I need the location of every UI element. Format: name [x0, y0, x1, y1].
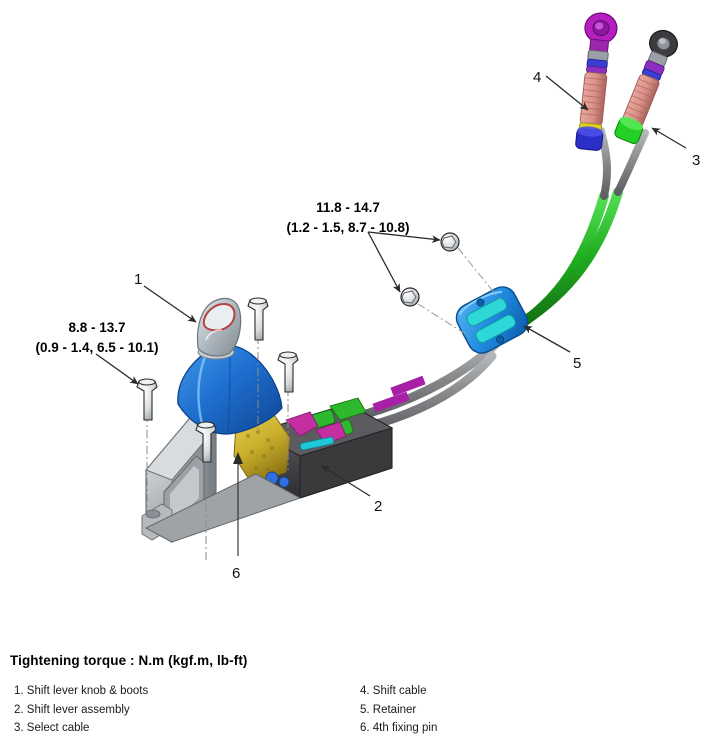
torque-upper-leader-b [367, 231, 401, 293]
shift-boot-highlight [197, 353, 208, 425]
torque-upper-leader-a [367, 231, 441, 243]
mech-green-block [329, 397, 367, 421]
bolt-bracket-front [195, 421, 217, 560]
legend-column-left: 1. Shift lever knob & boots 2. Shift lev… [14, 682, 148, 738]
retainer-bolt-upper-leader [457, 247, 501, 301]
retainer-body [455, 286, 529, 354]
legend-item-3: 3. Select cable [14, 722, 90, 735]
leader-5 [523, 325, 571, 353]
torque-upper-line2: (1.2 - 1.5, 8.7 - 10.8) [286, 219, 410, 235]
shift-cable-end [575, 12, 618, 151]
select-cable-upper-grey [614, 129, 649, 196]
torque-left-line2: (0.9 - 1.4, 6.5 - 10.1) [35, 339, 159, 355]
exploded-view-figure: 11.8 - 14.7 (1.2 - 1.5, 8.7 - 10.8) 8.8 … [8, 12, 701, 582]
leader-1 [143, 285, 197, 323]
torque-left-leader [95, 353, 139, 385]
legend-block: Tightening torque : N.m (kgf.m, lb-ft) 1… [0, 640, 713, 738]
mech-magenta-link [285, 411, 319, 437]
retainer [455, 286, 529, 354]
shift-cable-socket-blue [575, 126, 604, 151]
torque-upper-line1: 11.8 - 14.7 [316, 200, 380, 215]
legend-item-4: 4. Shift cable [360, 685, 427, 697]
knob-highlight [205, 329, 223, 341]
callout-leaders [143, 75, 687, 497]
select-cable-socket-green [614, 116, 644, 145]
retainer-bolt-hole-lower [496, 335, 505, 344]
bolt-left [136, 378, 158, 520]
retainer-bolt-hole-upper [476, 298, 485, 307]
bracket-boss-hole [145, 509, 161, 519]
legend-item-6: 6. 4th fixing pin [360, 722, 438, 735]
shift-lever-knob-and-boot [177, 297, 283, 435]
shift-boot-seam [227, 351, 231, 433]
retainer-bolt-lower-leader [417, 303, 473, 339]
select-cable-green-run [515, 187, 623, 329]
callout-number-6: 6 [232, 565, 241, 582]
knob-pattern-inset [202, 302, 236, 332]
bolt-group [136, 232, 501, 560]
leader-3 [651, 127, 687, 149]
bolt-housing-front [277, 351, 299, 470]
bolt-housing-rear [247, 297, 269, 432]
mech-cyan-shaft [299, 436, 335, 451]
torque-label-left: 8.8 - 13.7 (0.9 - 1.4, 6.5 - 10.1) [8, 318, 186, 357]
leader-2 [321, 465, 371, 497]
callout-number-5: 5 [573, 355, 582, 372]
legend-column-right: 4. Shift cable 5. Retainer 6. 4th fixing… [360, 682, 437, 738]
legend-item-5: 5. Retainer [360, 703, 417, 716]
torque-leaders [95, 231, 441, 385]
legend-title: Tightening torque : N.m (kgf.m, lb-ft) [10, 653, 248, 668]
bracket-cutout-inner [170, 466, 199, 518]
torque-label-upper: 11.8 - 14.7 (1.2 - 1.5, 8.7 - 10.8) [232, 198, 464, 237]
mech-pin-blue-b [278, 476, 290, 488]
retainer-clip-lower [475, 314, 516, 344]
cable-marker-lower [390, 375, 426, 397]
legend-item-2: 2. Shift lever assembly [14, 703, 130, 716]
torque-left-line1: 8.8 - 13.7 [68, 320, 126, 335]
retainer-bolt-lower [400, 287, 473, 339]
callout-number-3: 3 [692, 152, 701, 169]
legend-item-1: 1. Shift lever knob & boots [14, 685, 149, 697]
shift-lever-assembly [141, 397, 394, 544]
cable-marker-upper [372, 391, 410, 413]
lever-mounting-bracket [141, 417, 302, 544]
fourth-fixing-pin-indicator [233, 452, 243, 556]
retainer-clip-upper [466, 297, 507, 327]
leader-4 [545, 75, 589, 111]
retainer-bolt-upper [440, 232, 501, 301]
cable-assembly [339, 127, 649, 437]
callout-number-1: 1 [134, 271, 143, 288]
callout-number-4: 4 [533, 69, 542, 86]
bracket-base-rail [144, 473, 302, 543]
callout-number-2: 2 [374, 498, 383, 515]
select-cable-end [614, 29, 678, 145]
shift-cable-boot [579, 71, 608, 126]
